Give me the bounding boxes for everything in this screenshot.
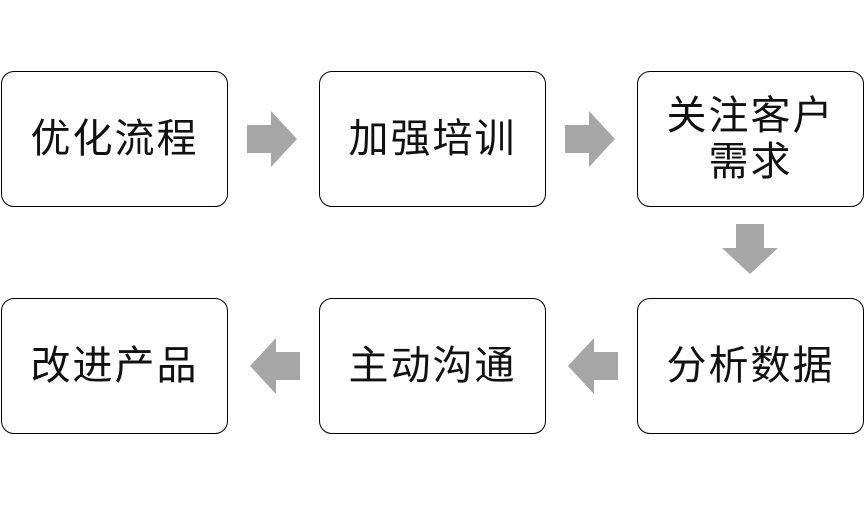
step-box-analyze-data: 分析数据 [637, 298, 864, 434]
arrow-down-icon [722, 224, 778, 274]
step-box-optimize-process: 优化流程 [1, 71, 228, 207]
step-label: 分析数据 [666, 343, 835, 389]
arrow-left-icon [568, 338, 618, 394]
step-label: 关注客户需求 [666, 93, 835, 185]
step-label: 加强培训 [348, 116, 517, 162]
step-label: 优化流程 [30, 116, 199, 162]
arrow-right-icon [565, 111, 615, 167]
step-label: 主动沟通 [348, 343, 517, 389]
step-box-improve-product: 改进产品 [1, 298, 228, 434]
arrow-left-icon [250, 338, 300, 394]
step-box-focus-customer-needs: 关注客户需求 [637, 71, 864, 207]
step-label: 改进产品 [30, 343, 199, 389]
step-box-strengthen-training: 加强培训 [319, 71, 546, 207]
step-box-proactive-communication: 主动沟通 [319, 298, 546, 434]
arrow-right-icon [247, 111, 297, 167]
